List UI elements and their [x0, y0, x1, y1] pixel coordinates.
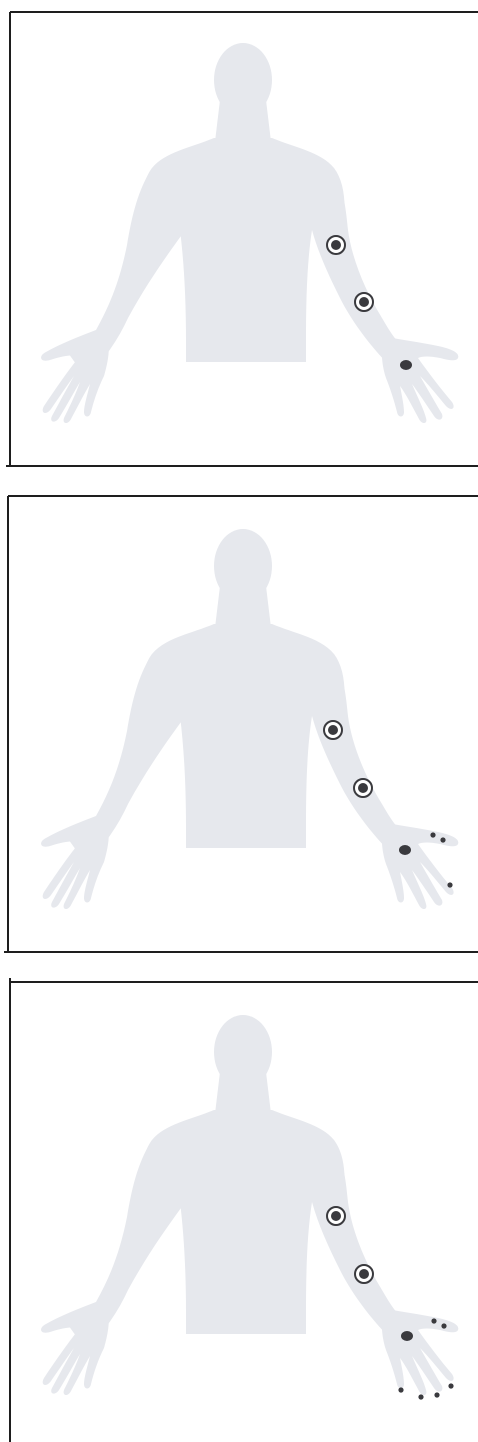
fingertip-dot-little-finger — [447, 882, 452, 887]
ring-electrode-upper-arm — [327, 236, 345, 254]
fingertip-dot-ring-finger — [434, 1392, 439, 1397]
ring-electrode-forearm — [354, 779, 372, 797]
fingertip-dot-index-finger — [398, 1387, 403, 1392]
dot-electrode-palm — [401, 1331, 413, 1341]
fingertip-dot-thumb-1 — [431, 1318, 436, 1323]
ring-electrode-forearm — [355, 293, 373, 311]
fingertip-dot-little-finger — [448, 1383, 453, 1388]
fingertip-dot-thumb-2 — [440, 837, 445, 842]
dot-electrode-palm — [400, 360, 412, 370]
panel-2 — [0, 486, 478, 956]
fingertip-dot-middle-finger — [418, 1394, 423, 1399]
dot-electrode-palm — [399, 845, 411, 855]
panel-1-figure — [0, 0, 478, 470]
ring-electrode-forearm — [355, 1265, 373, 1283]
panel-2-figure — [0, 486, 478, 956]
ring-electrode-upper-arm — [327, 1207, 345, 1225]
fingertip-dot-thumb-1 — [430, 832, 435, 837]
panel-3-figure — [0, 972, 478, 1442]
fingertip-dot-thumb-2 — [441, 1323, 446, 1328]
panel-1 — [0, 0, 478, 470]
panel-3 — [0, 972, 478, 1442]
ring-electrode-upper-arm — [324, 721, 342, 739]
